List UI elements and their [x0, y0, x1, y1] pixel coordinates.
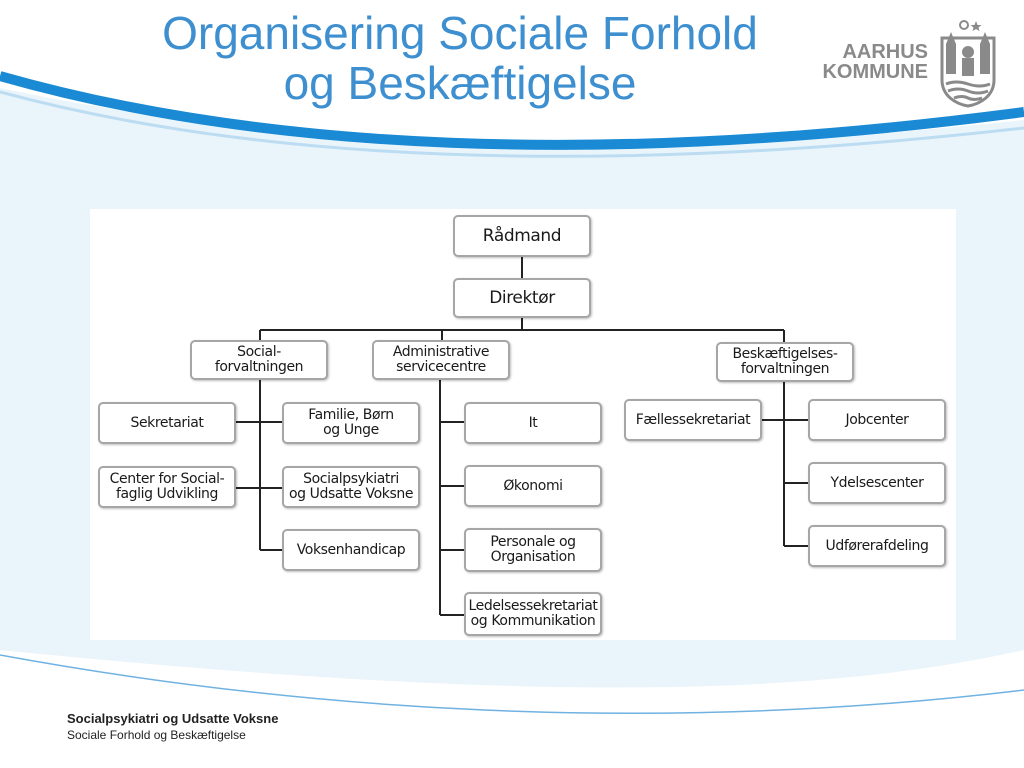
- city-crest-icon: [940, 20, 996, 108]
- label-socialpsykiatri: Socialpsykiatri og Udsatte Voksne: [288, 471, 414, 502]
- box-raadmand: Rådmand: [453, 215, 591, 257]
- box-personale-organisation: Personale og Organisation: [464, 528, 602, 572]
- footer-line-2: Sociale Forhold og Beskæftigelse: [67, 728, 246, 742]
- label-ydelsescenter: Ydelsescenter: [830, 474, 924, 491]
- label-beskaeftigelse: Beskæftigelses- forvaltningen: [732, 346, 838, 377]
- label-administrative: Administrative servicecentre: [392, 344, 490, 375]
- box-udfoererafdeling: Udførerafdeling: [808, 525, 946, 567]
- label-direktoer: Direktør: [489, 288, 555, 308]
- box-sekretariat: Sekretariat: [98, 402, 236, 444]
- label-udfoererafdeling: Udførerafdeling: [825, 537, 929, 554]
- box-it: It: [464, 402, 602, 444]
- title-line-2: og Beskæftigelse: [283, 57, 637, 109]
- logo-line-1: AARHUS: [842, 41, 928, 63]
- org-chart: Rådmand Direktør Social- forvaltningen A…: [90, 209, 956, 640]
- label-jobcenter: Jobcenter: [845, 411, 909, 428]
- footer-line-1: Socialpsykiatri og Udsatte Voksne: [67, 711, 279, 726]
- org-chart-connectors: [236, 257, 808, 616]
- label-socialforvaltningen: Social- forvaltningen: [214, 344, 304, 375]
- label-it: It: [528, 414, 538, 431]
- label-ledelsessekretariat: Ledelsessekretariat og Kommunikation: [468, 598, 598, 629]
- box-socialpsykiatri: Socialpsykiatri og Udsatte Voksne: [282, 466, 420, 508]
- box-ydelsescenter: Ydelsescenter: [808, 462, 946, 504]
- label-sekretariat: Sekretariat: [130, 414, 204, 431]
- box-ledelsessekretariat: Ledelsessekretariat og Kommunikation: [464, 592, 602, 636]
- box-center-socialfaglig-udvikling: Center for Social- faglig Udvikling: [98, 466, 236, 508]
- footer: Socialpsykiatri og Udsatte Voksne Social…: [67, 711, 278, 743]
- logo-line-2: KOMMUNE: [822, 61, 928, 83]
- label-faellessekretariat: Fællessekretariat: [635, 411, 751, 428]
- label-raadmand: Rådmand: [482, 226, 562, 246]
- label-personale-organisation: Personale og Organisation: [490, 534, 576, 565]
- label-oekonomi: Økonomi: [503, 477, 563, 494]
- label-center-socialfaglig: Center for Social- faglig Udvikling: [109, 471, 225, 502]
- box-socialforvaltningen: Social- forvaltningen: [190, 340, 328, 380]
- box-familie-boern-unge: Familie, Børn og Unge: [282, 402, 420, 444]
- box-faellessekretariat: Fællessekretariat: [624, 399, 762, 441]
- label-familie-boern-unge: Familie, Børn og Unge: [308, 407, 394, 438]
- label-voksenhandicap: Voksenhandicap: [296, 541, 406, 558]
- logo-wordmark: AARHUS KOMMUNE: [820, 42, 928, 82]
- box-administrative-servicecentre: Administrative servicecentre: [372, 340, 510, 380]
- box-direktoer: Direktør: [453, 278, 591, 318]
- box-jobcenter: Jobcenter: [808, 399, 946, 441]
- box-voksenhandicap: Voksenhandicap: [282, 529, 420, 571]
- box-oekonomi: Økonomi: [464, 465, 602, 507]
- page-title: Organisering Sociale Forhold og Beskæfti…: [90, 8, 830, 108]
- box-beskaeftigelsesforvaltningen: Beskæftigelses- forvaltningen: [716, 342, 854, 382]
- title-line-1: Organisering Sociale Forhold: [162, 7, 758, 59]
